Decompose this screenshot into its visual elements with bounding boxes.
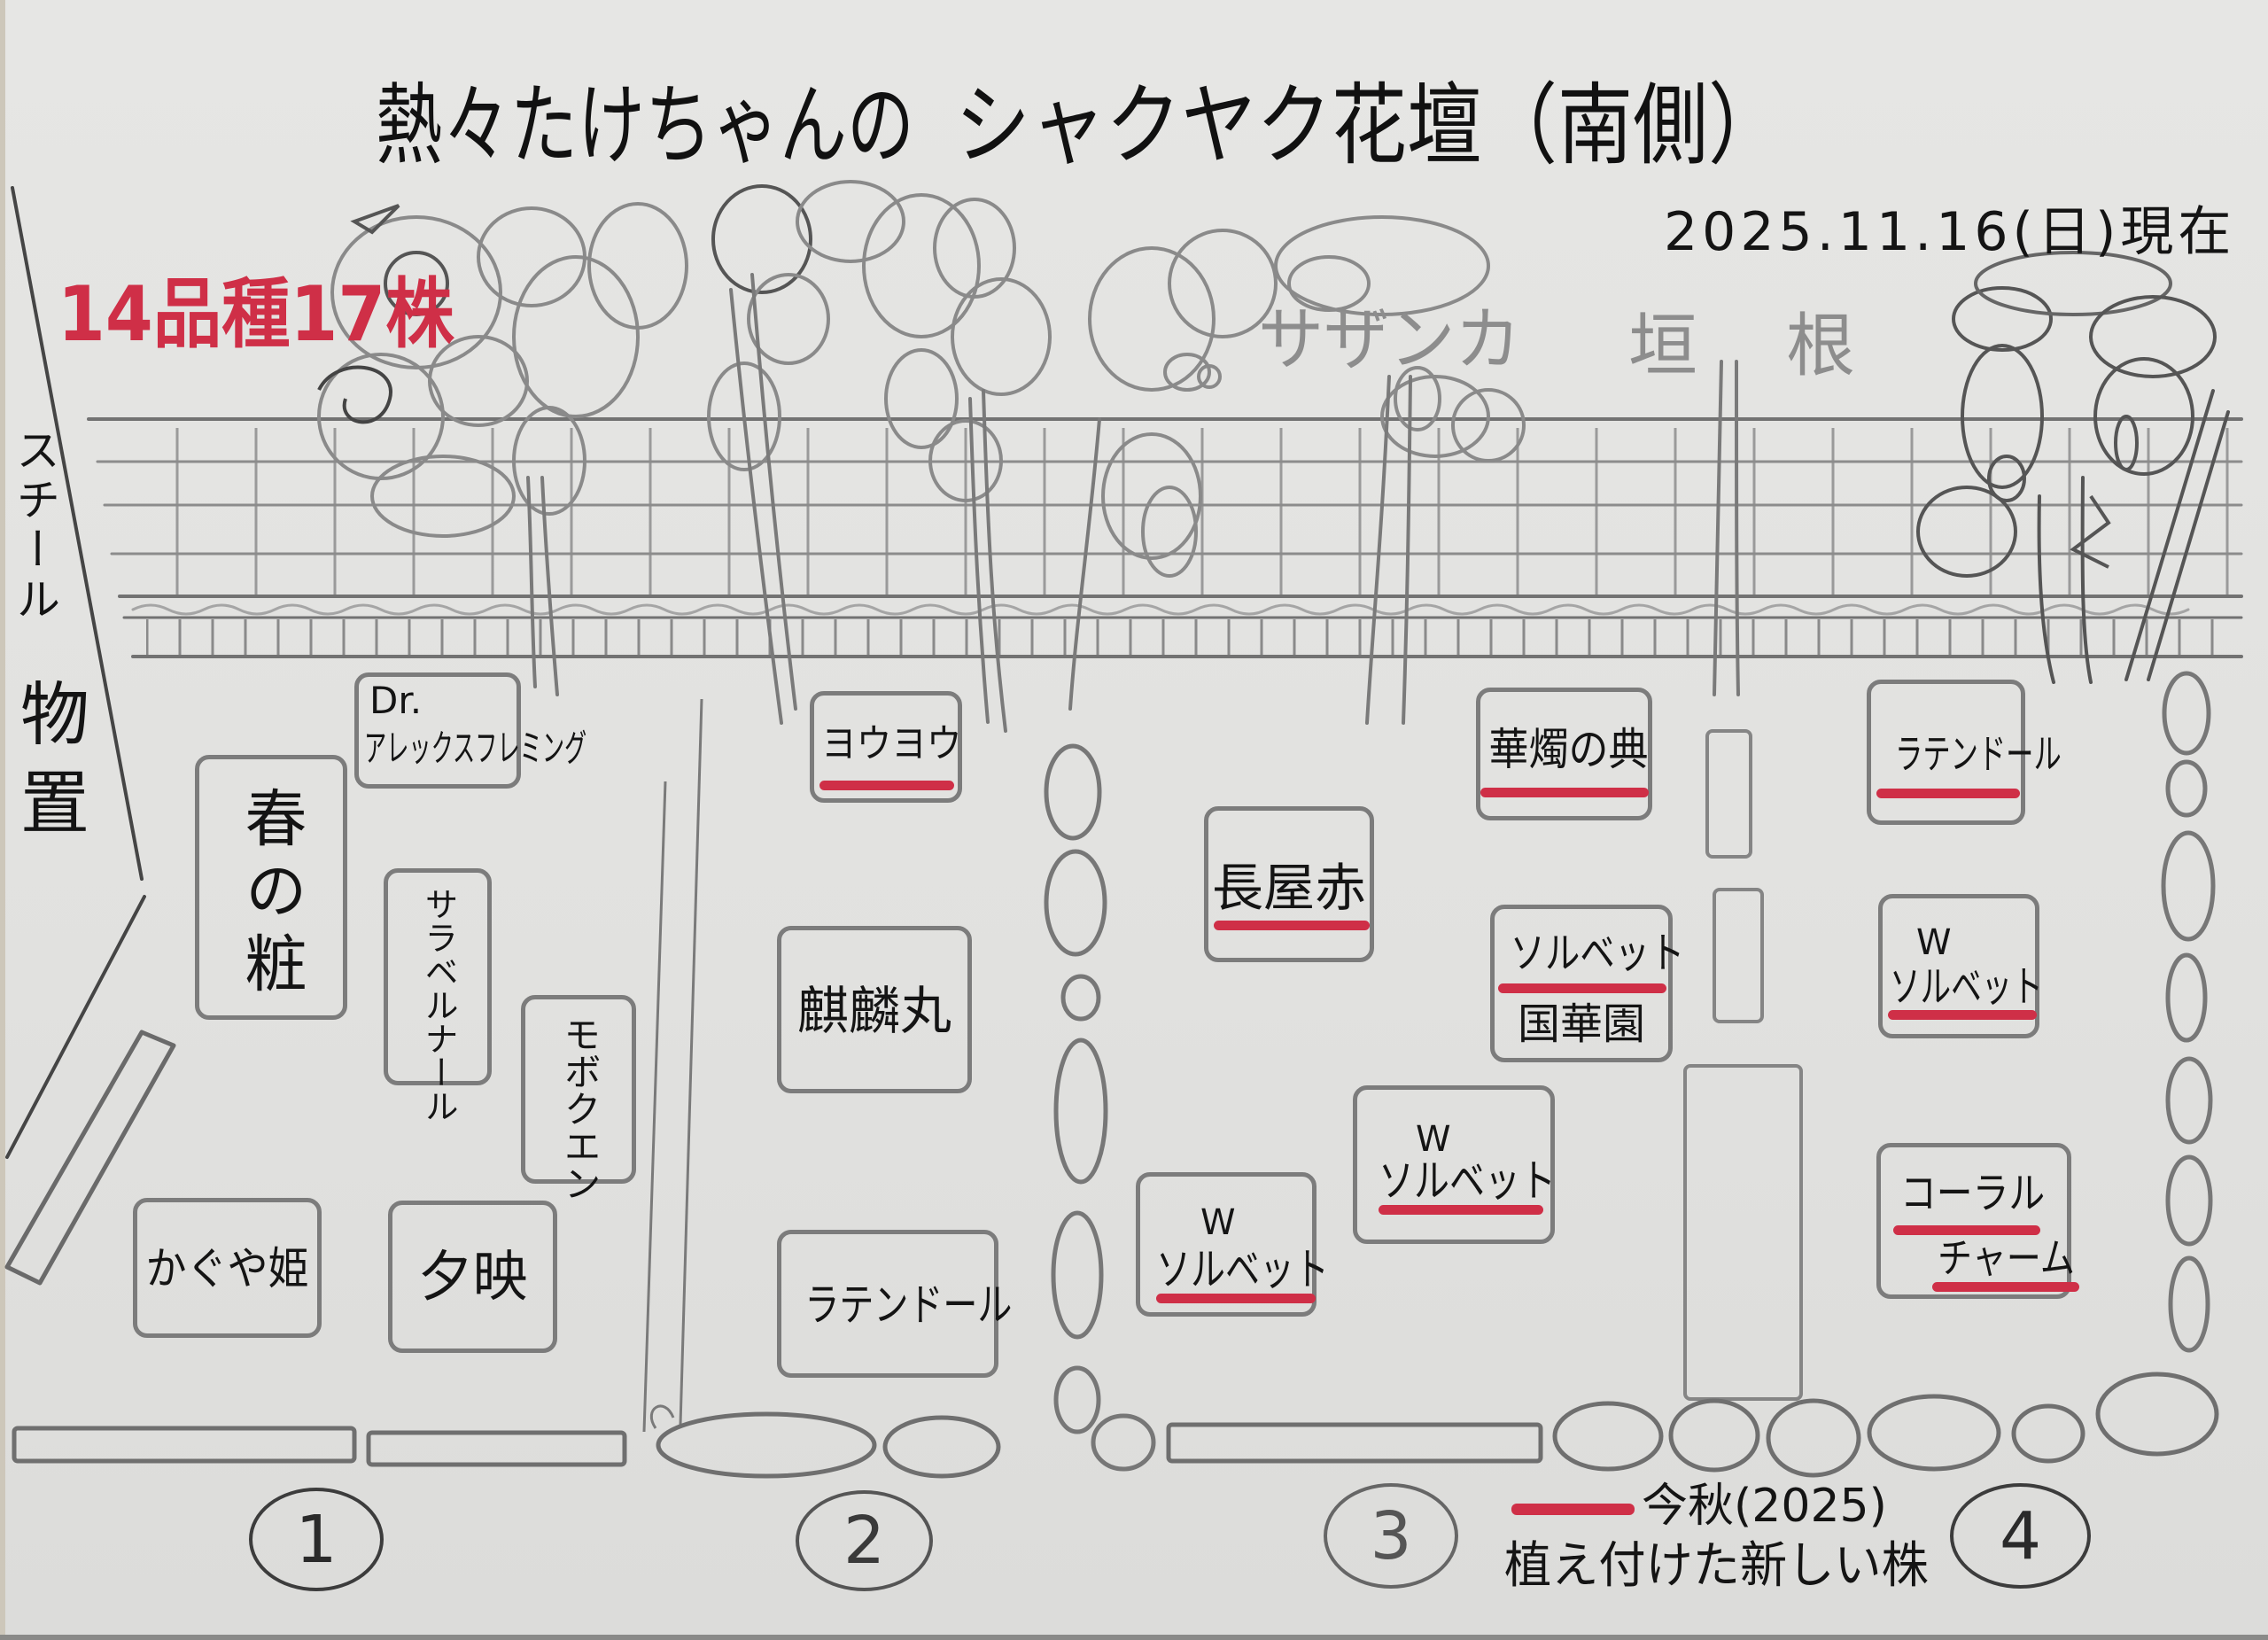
shed-boundary <box>4 186 176 1286</box>
plant-w-sorbet-zone3-lower: W ソルベット <box>1136 1172 1329 1317</box>
plant-name: ソルベット <box>1379 1155 1556 1207</box>
plant-nagaya-aka: 長屋赤 <box>1204 806 1374 962</box>
sasanqua-hedge <box>317 180 2217 578</box>
new-plant-marker <box>1156 1294 1316 1303</box>
shed-label: 物置 <box>9 678 89 855</box>
date-label: 2025.11.16(日)現在 <box>1664 201 2236 263</box>
steel-fence <box>87 417 2243 658</box>
bottom-border <box>12 1372 2219 1479</box>
plant-sarah-bernhardt: サラベルナール <box>384 868 492 1123</box>
plant-name: モボクエン <box>558 1015 602 1201</box>
plant-moboku-en: モボクエン <box>521 995 636 1201</box>
plant-name: ソルベット <box>1890 962 2043 1012</box>
plant-w-sorbet-zone3-upper: W ソルベット <box>1353 1085 1556 1244</box>
legend-new-marker-swatch <box>1511 1504 1635 1515</box>
new-plant-marker <box>1498 983 1666 993</box>
plant-haru-no-yosooi: 春の粧 <box>195 755 347 1020</box>
hedge-name: サザンカ <box>1258 300 1521 380</box>
zone1-boundary <box>642 698 703 1433</box>
plant-latin-doll-zone2: ラテンドール <box>777 1230 1013 1378</box>
plant-w-sorbet-zone4: W ソルベット <box>1878 894 2043 1038</box>
plant-name: かぐや姫 <box>145 1243 309 1294</box>
plant-kashoku-no-ten: 華燭の典 <box>1476 688 1652 820</box>
plant-name: 春の粧 <box>235 786 307 1004</box>
stepping-stones-col-b <box>2161 671 2216 1353</box>
plant-prefix: W <box>1416 1119 1451 1160</box>
zone-3-label: 3 <box>1324 1483 1458 1589</box>
new-plant-marker <box>1888 1010 2037 1020</box>
new-plant-marker <box>1379 1205 1543 1215</box>
plant-prefix: W <box>1916 922 1952 963</box>
plant-name: アレックスフレミング <box>364 727 587 770</box>
desk-edge <box>0 1635 2268 1640</box>
plant-name: ソルベット <box>1156 1244 1329 1295</box>
zone-1-label: 1 <box>249 1488 384 1591</box>
new-plant-marker <box>1876 789 2020 798</box>
new-plant-marker <box>1893 1225 2040 1235</box>
plant-kaguyahime: かぐや姫 <box>133 1198 322 1338</box>
new-plant-marker <box>819 781 954 790</box>
plant-name: サラベルナール <box>419 887 458 1123</box>
plant-yubae: 夕映 <box>388 1201 557 1353</box>
plant-name: 麒麟丸 <box>796 981 951 1041</box>
plant-prefix: W <box>1200 1202 1236 1243</box>
plant-name: ラテンドール <box>1895 730 2062 778</box>
hedge-type: 垣根 <box>1628 307 1945 386</box>
plant-name: コーラル <box>1900 1169 2046 1218</box>
plant-prefix: Dr. <box>369 679 423 722</box>
new-plant-marker <box>1932 1282 2079 1292</box>
plant-coral-charm: コーラル チャーム <box>1876 1143 2079 1299</box>
legend-line1: 今秋(2025) <box>1642 1480 1887 1533</box>
plant-kirinmaru: 麒麟丸 <box>777 926 972 1093</box>
plant-source: 国華園 <box>1517 999 1645 1049</box>
plant-name: 長屋赤 <box>1211 858 1366 918</box>
title-owner: 熱々たけちゃんの <box>376 74 914 177</box>
plant-dr-alexander-fleming: Dr. アレックスフレミング <box>354 672 586 789</box>
plant-latin-doll-zone4: ラテンドール <box>1867 680 2062 825</box>
plant-name: ヨウヨウ <box>821 721 962 766</box>
plant-name-line2: チャーム <box>1938 1234 2075 1282</box>
stems <box>526 273 2230 733</box>
paper-edge <box>0 0 5 1640</box>
steel-label: スチール <box>9 427 60 626</box>
plant-sorbet-kokkaen: ソルベット 国華園 <box>1490 905 1685 1062</box>
zone3-4-divider <box>1683 729 1803 1401</box>
stepping-stones-col-a <box>1044 743 1156 1472</box>
zone-2-label: 2 <box>796 1490 933 1591</box>
legend-line2: 植え付けた新しい株 <box>1504 1537 1929 1595</box>
plant-youyou: ヨウヨウ <box>810 691 962 803</box>
plant-name: ソルベット <box>1510 929 1685 978</box>
new-plant-marker <box>1214 921 1370 930</box>
plant-name: 夕映 <box>417 1244 528 1309</box>
plant-name: ラテンドール <box>804 1279 1013 1331</box>
page-title: シャクヤク花壇（南側） <box>955 74 1783 177</box>
zone-4-label: 4 <box>1950 1483 2091 1589</box>
plant-name: 華燭の典 <box>1488 724 1649 775</box>
summary-count: 14品種17株 <box>58 270 454 359</box>
new-plant-marker <box>1480 788 1649 797</box>
